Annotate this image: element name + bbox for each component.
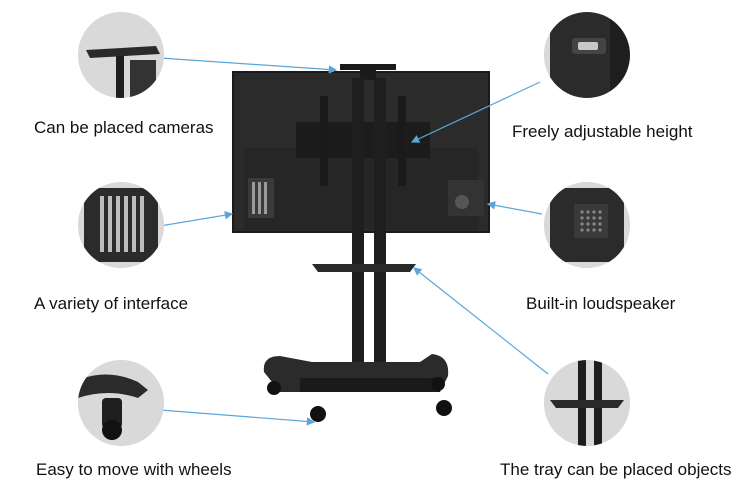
detail-bubble-interface: [78, 182, 164, 268]
camera-shelf: [340, 64, 396, 70]
stand-column-left: [352, 78, 364, 390]
detail-bubble-height: [544, 12, 630, 98]
pointer-tray: [413, 267, 549, 375]
feature-label-interface: A variety of interface: [34, 294, 189, 313]
pointer-speaker: [486, 201, 543, 215]
detail-bubble-tray: [544, 360, 630, 446]
wheel-back-right: [431, 377, 445, 391]
feature-label-wheels: Easy to move with wheels: [36, 460, 232, 479]
wheel-back-left: [267, 381, 281, 395]
pointer-height: [410, 81, 541, 143]
feature-label-speaker: Built-in loudspeaker: [526, 294, 676, 313]
feature-label-height: Freely adjustable height: [512, 122, 693, 141]
feature-label-cameras: Can be placed cameras: [34, 118, 214, 137]
detail-bubble-cameras: [78, 12, 164, 98]
wheel-front-right: [436, 400, 452, 416]
detail-bubble-speaker: [544, 182, 630, 268]
stand-column-right: [374, 78, 386, 390]
pointer-cameras: [159, 57, 338, 74]
detail-bubble-wheels: [78, 360, 164, 446]
feature-label-tray: The tray can be placed objects: [500, 460, 732, 479]
tray-shelf: [312, 264, 416, 272]
pointer-interface: [159, 211, 234, 227]
pointer-wheels: [159, 409, 316, 426]
